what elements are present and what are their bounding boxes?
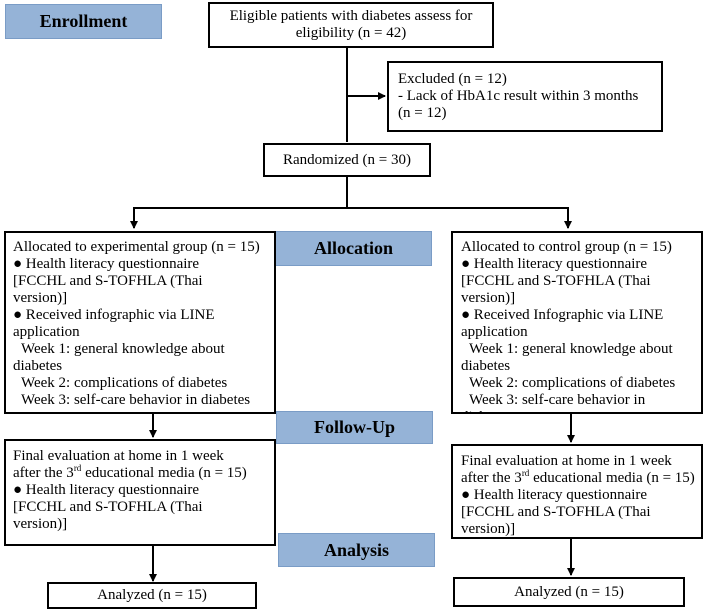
analyzed-left-label: Analyzed (n = 15) [97,587,207,603]
control-line: ● Health literacy questionnaire [461,256,648,272]
excluded-box: Excluded (n = 12) - Lack of HbA1c result… [387,61,663,132]
control-group-box: Allocated to control group (n = 15) ● He… [451,231,703,414]
final-eval-line-3: ● Health literacy questionnaire [461,487,648,503]
analyzed-left-box: Analyzed (n = 15) [47,582,257,609]
control-line: [FCCHL and S-TOFHLA (Thai [461,273,651,289]
eligible-line-1: Eligible patients with diabetes assess f… [229,8,473,24]
analyzed-right-box: Analyzed (n = 15) [453,577,685,607]
randomized-box: Randomized (n = 30) [263,143,431,177]
final-eval-line-4: [FCCHL and S-TOFHLA (Thai [461,504,651,520]
stage-allocation-label: Allocation [314,238,393,258]
experimental-line: version)] [13,290,68,306]
control-line: Allocated to control group (n = 15) [461,239,672,255]
experimental-line: Week 3: self-care behavior in diabetes [21,392,251,408]
control-line: diabetes [461,358,511,374]
excluded-line-1: Excluded (n = 12) [398,71,507,87]
experimental-line: Week 2: complications of diabetes [21,375,228,391]
analyzed-right-label: Analyzed (n = 15) [514,583,624,600]
final-eval-line-2: after the 3rd educational media (n = 15) [461,468,695,487]
experimental-line: ● Received infographic via LINE [13,307,215,323]
stage-allocation: Allocation [275,231,432,266]
experimental-line: Allocated to experimental group (n = 15) [13,239,260,255]
experimental-group-box: Allocated to experimental group (n = 15)… [4,231,276,414]
control-line: version)] [461,290,516,306]
final-eval-left-box: Final evaluation at home in 1 week after… [4,439,276,546]
excluded-line-2: - Lack of HbA1c result within 3 months [398,88,639,104]
eligible-line-2: eligibility (n = 42) [295,25,407,41]
stage-enrollment: Enrollment [5,4,162,39]
experimental-line: diabetes [13,358,63,374]
experimental-line: ● Health literacy questionnaire [13,256,200,272]
randomized-label: Randomized (n = 30) [282,151,411,168]
experimental-line: [FCCHL and S-TOFHLA (Thai [13,273,203,289]
final-eval-line-3: ● Health literacy questionnaire [13,482,200,498]
control-line: diabetes [461,409,701,412]
excluded-line-3: (n = 12) [398,105,447,121]
final-eval-line-5: version)] [13,516,68,532]
control-line: Week 2: complications of diabetes [469,375,676,391]
experimental-line: Week 1: general knowledge about [21,341,225,357]
stage-follow-up: Follow-Up [276,411,433,444]
control-line: application [461,324,528,340]
eligible-box: Eligible patients with diabetes assess f… [208,2,494,48]
control-line: Week 3: self-care behavior in [469,392,646,408]
final-eval-line-5: version)] [461,521,516,537]
stage-follow-up-label: Follow-Up [314,417,395,437]
experimental-line: application [13,324,80,340]
stage-analysis: Analysis [278,533,435,567]
control-line: Week 1: general knowledge about [469,341,673,357]
control-line: ● Received Infographic via LINE [461,307,664,323]
final-eval-line-1: Final evaluation at home in 1 week [461,453,672,469]
final-eval-line-1: Final evaluation at home in 1 week [13,448,224,464]
stage-analysis-label: Analysis [323,539,390,560]
stage-enrollment-label: Enrollment [39,11,128,31]
final-eval-line-2: after the 3rd educational media (n = 15) [13,463,247,482]
final-eval-line-4: [FCCHL and S-TOFHLA (Thai [13,499,203,515]
final-eval-right-box: Final evaluation at home in 1 week after… [451,444,703,539]
